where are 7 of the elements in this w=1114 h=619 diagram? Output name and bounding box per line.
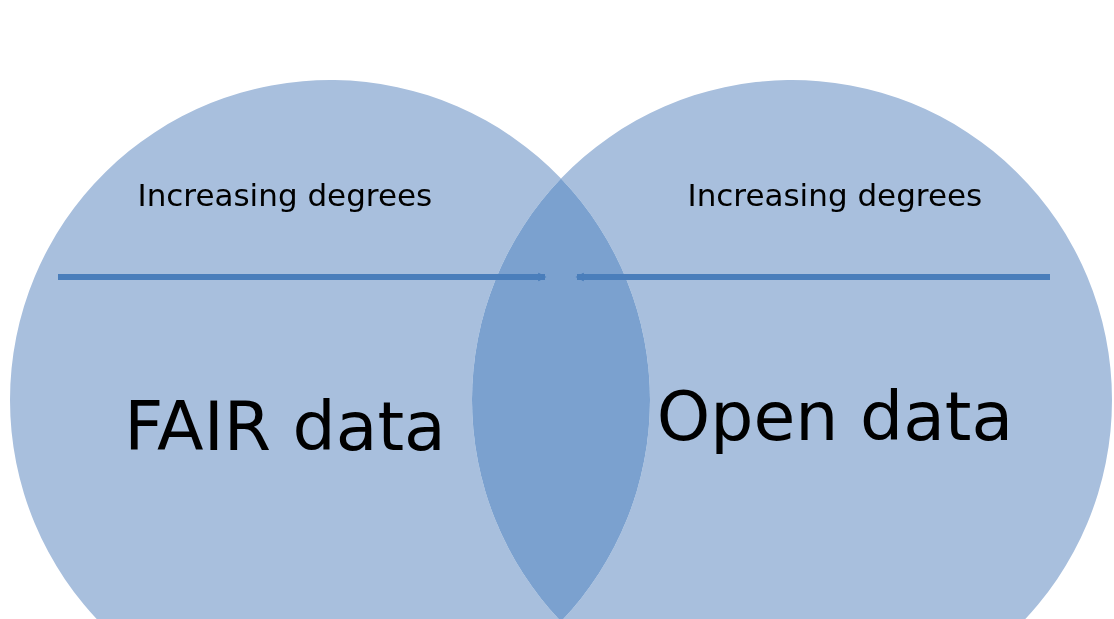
edge-label: Increasing degrees	[137, 177, 433, 213]
edge-label: Increasing degrees	[687, 177, 983, 213]
arrow	[576, 272, 1050, 282]
circle-label: FAIR data	[124, 387, 446, 466]
arrow	[58, 272, 546, 282]
circle-label: Open data	[656, 377, 1014, 456]
overlap-region	[472, 178, 650, 619]
